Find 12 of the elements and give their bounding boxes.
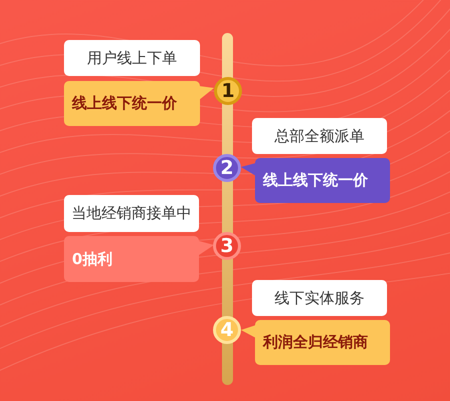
step-label-box: 总部全额派单 [252,118,387,154]
step-label-box: 线下实体服务 [252,280,387,316]
step-number-circle: 4 [213,316,241,344]
callout-box: 线上线下统一价 [255,158,390,203]
step-label-box: 当地经销商接单中 [64,195,199,232]
step-number-circle: 1 [214,77,242,105]
callout-box: 0抽利 [64,236,199,282]
step-label-box: 用户线上下单 [64,40,200,76]
step-number-circle: 3 [213,232,241,260]
step-number-circle: 2 [213,154,241,182]
callout-box: 利润全归经销商 [255,320,390,365]
callout-box: 线上线下统一价 [64,81,200,126]
